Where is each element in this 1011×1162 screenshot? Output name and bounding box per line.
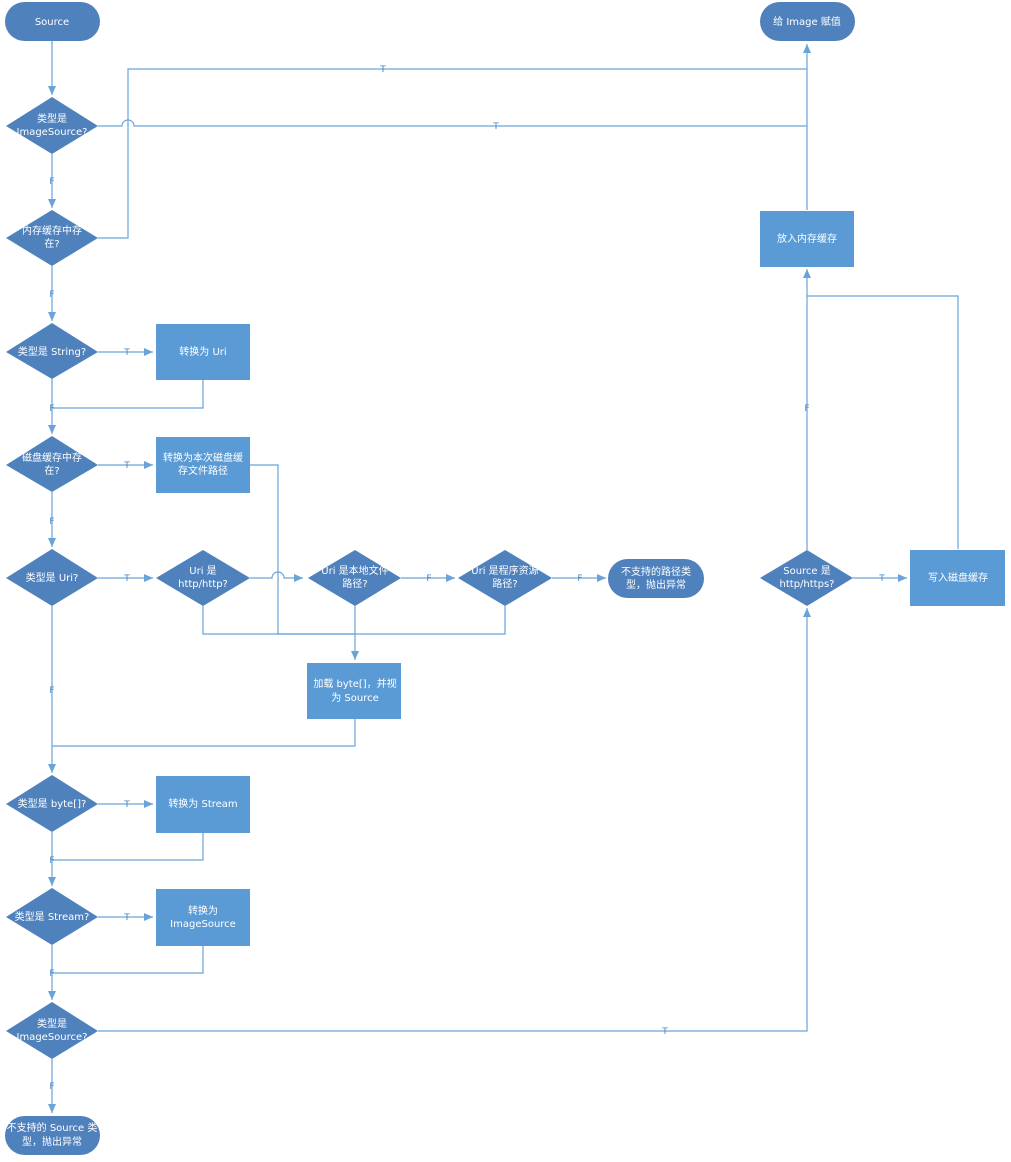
decision-in-memory-cache: 内存缓存中存 在? <box>6 210 98 266</box>
decision-is-imagesource-2: 类型是 ImageSource? <box>6 1002 98 1059</box>
decision-line: Uri 是 <box>189 565 216 577</box>
terminal-line: 不支持的路径类 <box>621 565 691 578</box>
decision-line: 类型是 Uri? <box>26 571 79 584</box>
label-f: F <box>804 404 809 414</box>
decision-line: ImageSource? <box>17 1032 88 1043</box>
process-write-disk: 写入磁盘缓存 <box>910 550 1005 606</box>
edge-imagesource-return <box>52 946 204 974</box>
decision-is-stream: 类型是 Stream? <box>6 888 98 945</box>
label-f: F <box>49 290 54 300</box>
decision-line: 磁盘缓存中存 <box>22 451 82 464</box>
edge-loadbytes-return <box>52 719 356 747</box>
terminal-line: 型，抛出异常 <box>626 578 686 591</box>
process-line: 放入内存缓存 <box>777 232 837 245</box>
process-line: 转换为本次磁盘缓 <box>163 451 243 464</box>
decision-source-http: Source 是 http/https? <box>760 550 853 606</box>
label-f: F <box>49 969 54 979</box>
process-line: 为 Source <box>331 692 379 704</box>
label-t: T <box>123 461 130 471</box>
decision-line: Uri 是本地文件 <box>321 564 388 577</box>
decision-line: 类型是 <box>37 112 67 125</box>
terminal-unsupported-source: 不支持的 Source 类 型，抛出异常 <box>5 1116 100 1155</box>
label-t: T <box>379 65 386 75</box>
assign-image-terminal: 给 Image 赋值 <box>760 2 855 41</box>
label-t: T <box>123 348 130 358</box>
terminal-line: 型，抛出异常 <box>22 1135 82 1148</box>
label-f: F <box>49 686 54 696</box>
process-line: 转换为 Stream <box>168 797 237 810</box>
process-load-bytes: 加载 byte[]，并视 为 Source <box>307 663 401 719</box>
edge-d2-true <box>98 68 807 239</box>
process-line: 加载 byte[]，并视 <box>313 677 396 690</box>
edge-stream-return <box>52 833 204 861</box>
decision-line: 在? <box>44 238 59 250</box>
process-put-memory: 放入内存缓存 <box>760 211 854 267</box>
decision-line: 类型是 String? <box>18 345 86 358</box>
decision-line: 路径? <box>492 577 517 590</box>
start-terminal: Source <box>5 2 100 41</box>
label-t: T <box>123 913 130 923</box>
edge-http-false <box>250 571 303 582</box>
decision-line: 路径? <box>342 577 367 590</box>
process-to-imagesource: 转换为 ImageSource <box>156 889 250 946</box>
edge-http-true <box>202 606 355 635</box>
label-f: F <box>49 856 54 866</box>
process-to-disk-path: 转换为本次磁盘缓 存文件路径 <box>156 437 250 493</box>
label-f: F <box>426 574 431 584</box>
decision-is-string: 类型是 String? <box>6 323 98 379</box>
edge-uri-return <box>52 380 204 409</box>
decision-uri-local: Uri 是本地文件 路径? <box>308 550 401 606</box>
label-t: T <box>123 574 130 584</box>
edge-d1-true <box>98 119 807 127</box>
decision-line: 类型是 Stream? <box>15 910 90 923</box>
decision-line: ImageSource? <box>17 127 88 138</box>
start-label: Source <box>35 17 69 28</box>
label-f: F <box>49 404 54 414</box>
process-line: 写入磁盘缓存 <box>928 571 988 584</box>
edge-diskpath-down <box>250 464 355 635</box>
decision-uri-http: Uri 是 http/http? <box>156 550 250 606</box>
label-f: F <box>49 177 54 187</box>
label-t: T <box>878 574 885 584</box>
decision-is-imagesource-1: 类型是 ImageSource? <box>6 97 98 154</box>
process-line: 转换为 <box>188 904 218 917</box>
edge-resource-true <box>355 606 506 635</box>
process-line: 转换为 Uri <box>179 345 226 358</box>
label-t: T <box>661 1027 668 1037</box>
process-to-stream: 转换为 Stream <box>156 776 250 833</box>
decision-line: Uri 是程序资源 <box>471 564 538 577</box>
decision-line: 类型是 <box>37 1017 67 1030</box>
label-f: F <box>49 517 54 527</box>
decision-line: http/http? <box>178 579 228 590</box>
nodes: Source 给 Image 赋值 类型是 ImageSource? 内存缓存中… <box>5 2 1005 1155</box>
label-f: F <box>49 1082 54 1092</box>
terminal-unsupported-path: 不支持的路径类 型，抛出异常 <box>608 559 704 598</box>
edge-labels: T T F F T F T F T F F F T F T F F T T F <box>49 65 885 1092</box>
decision-line: 内存缓存中存 <box>22 224 82 237</box>
process-to-uri: 转换为 Uri <box>156 324 250 380</box>
decision-is-uri: 类型是 Uri? <box>6 549 98 606</box>
terminal-line: 不支持的 Source 类 <box>7 1121 98 1134</box>
edge-writedisk-up <box>807 295 959 549</box>
process-line: 存文件路径 <box>178 464 228 477</box>
decision-is-bytes: 类型是 byte[]? <box>6 775 98 832</box>
connectors <box>48 41 959 1113</box>
decision-line: 在? <box>44 465 59 477</box>
edge-d8-true <box>98 608 811 1032</box>
label-t: T <box>123 800 130 810</box>
decision-line: Source 是 <box>783 565 831 577</box>
assign-image-label: 给 Image 赋值 <box>773 15 841 28</box>
label-t: T <box>492 122 499 132</box>
decision-line: 类型是 byte[]? <box>18 797 87 810</box>
decision-in-disk-cache: 磁盘缓存中存 在? <box>6 436 98 492</box>
decision-uri-resource: Uri 是程序资源 路径? <box>458 550 552 606</box>
decision-line: http/https? <box>780 579 835 590</box>
process-line: ImageSource <box>170 919 236 930</box>
label-f: F <box>577 574 582 584</box>
